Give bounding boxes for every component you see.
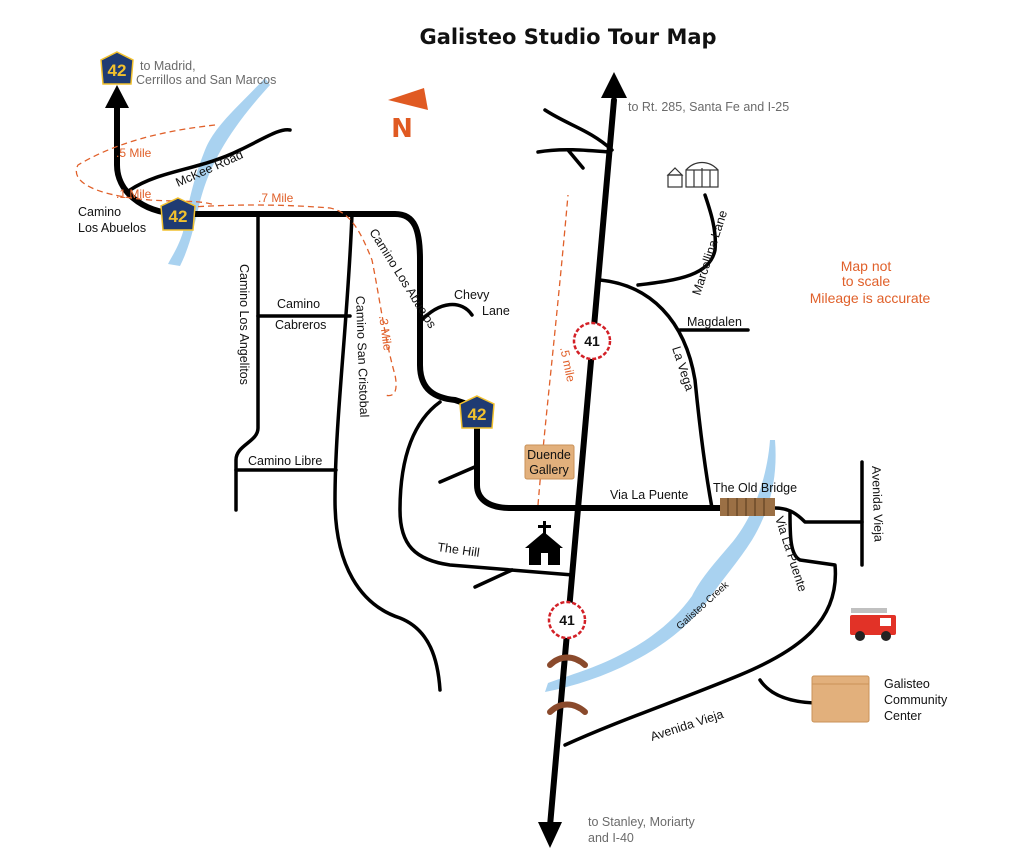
arrow-madrid-icon xyxy=(105,85,129,108)
camino-los-angelitos-road xyxy=(234,212,260,512)
north-branch-upper xyxy=(543,108,614,152)
dest-stanley-2: and I-40 xyxy=(588,831,634,845)
svg-text:42: 42 xyxy=(108,61,127,80)
via-la-puente-label: Via La Puente xyxy=(610,488,688,502)
note-line-2: to scale xyxy=(842,273,890,289)
roads xyxy=(105,72,864,848)
svg-text:42: 42 xyxy=(468,405,487,424)
mileage-label-c: .7 Mile xyxy=(258,191,294,205)
dest-madrid-2: Cerrillos and San Marcos xyxy=(136,73,276,87)
arrow-south-icon xyxy=(538,822,562,848)
svg-text:41: 41 xyxy=(584,333,600,349)
svg-text:42: 42 xyxy=(169,207,188,226)
chevy-lane-road xyxy=(418,302,474,324)
mileage-label-b: .1 Mile xyxy=(116,187,152,201)
la-vega-road xyxy=(598,278,714,510)
mckee-road xyxy=(128,128,292,192)
fire-truck-icon xyxy=(850,608,896,641)
via-la-puente-loop xyxy=(563,510,838,747)
marcellina-lane-label: Marcellina Lane xyxy=(690,209,731,297)
dest-santa-fe: to Rt. 285, Santa Fe and I-25 xyxy=(628,100,789,114)
avenida-vieja-e-label: Avenida Vieja xyxy=(869,466,886,542)
note-line-3: Mileage is accurate xyxy=(810,290,931,306)
camino-los-abuelos-w-label-2: Los Abuelos xyxy=(78,221,146,235)
camino-cabreros-label-2: Cabreros xyxy=(275,318,326,332)
community-center-label-2: Community xyxy=(884,693,948,707)
camino-san-cristobal-label: Camino San Cristobal xyxy=(353,296,371,418)
north-arrow-icon: N xyxy=(388,88,428,144)
mileage-label-e: .5 mile xyxy=(557,346,578,384)
camino-cabreros-label-1: Camino xyxy=(277,297,320,311)
dest-stanley-1: to Stanley, Moriarty xyxy=(588,815,696,829)
route-42-shield-top: 42 xyxy=(100,51,134,85)
arrow-north-icon xyxy=(601,72,627,98)
community-center-road xyxy=(758,678,817,705)
camino-los-abuelos-label: Camino Los Abuelos xyxy=(366,226,439,331)
camino-libre-label: Camino Libre xyxy=(248,454,322,468)
mileage-label-a: .5 Mile xyxy=(116,146,152,160)
map-title: Galisteo Studio Tour Map xyxy=(419,25,716,49)
route-41-shield-north: 41 xyxy=(572,321,612,361)
marcellina-lane-road xyxy=(636,193,718,287)
via-la-puente-east xyxy=(773,506,864,524)
the-hill-label: The Hill xyxy=(437,540,481,560)
route-42-spur xyxy=(438,464,479,484)
chevy-lane-label-1: Chevy xyxy=(454,288,490,302)
the-hill-road xyxy=(398,400,575,577)
camino-los-angelitos-label: Camino Los Angelitos xyxy=(237,264,251,385)
avenida-vieja-s-label: Avenida Vieja xyxy=(649,707,726,744)
duende-label-1: Duende xyxy=(527,448,571,462)
route-42-road-east xyxy=(474,417,723,511)
route-42-shield-west: 42 xyxy=(160,197,196,231)
svg-text:41: 41 xyxy=(559,612,575,628)
highway-bridge-icon xyxy=(547,654,588,715)
chevy-lane-label-2: Lane xyxy=(482,304,510,318)
farm-buildings-icon xyxy=(666,161,719,188)
the-hill-spur xyxy=(473,568,514,589)
svg-text:N: N xyxy=(391,114,413,144)
route-42-shield-center: 42 xyxy=(459,395,495,429)
route-42-road-west xyxy=(114,102,473,408)
north-branch-tip xyxy=(566,148,585,170)
camino-san-cristobal-road xyxy=(333,212,442,692)
church-icon xyxy=(525,521,563,565)
community-center-label-3: Center xyxy=(884,709,922,723)
mile-loop-top xyxy=(177,204,397,397)
community-center-building xyxy=(811,675,870,723)
magdalen-label: Magdalen xyxy=(687,315,742,329)
mileage-label-d: .3 Mile xyxy=(376,314,395,351)
note-line-1: Map not xyxy=(841,258,892,274)
route-41-shield-south: 41 xyxy=(547,600,587,640)
galisteo-creek xyxy=(545,440,776,692)
duende-gallery: Duende Gallery xyxy=(524,444,575,480)
community-center-label-1: Galisteo xyxy=(884,677,930,691)
dest-madrid-1: to Madrid, xyxy=(140,59,196,73)
old-bridge-label: The Old Bridge xyxy=(713,481,797,495)
bridge-icon xyxy=(720,498,775,516)
north-branch-lower xyxy=(536,147,611,154)
duende-label-2: Gallery xyxy=(529,463,569,477)
camino-los-abuelos-w-label-1: Camino xyxy=(78,205,121,219)
